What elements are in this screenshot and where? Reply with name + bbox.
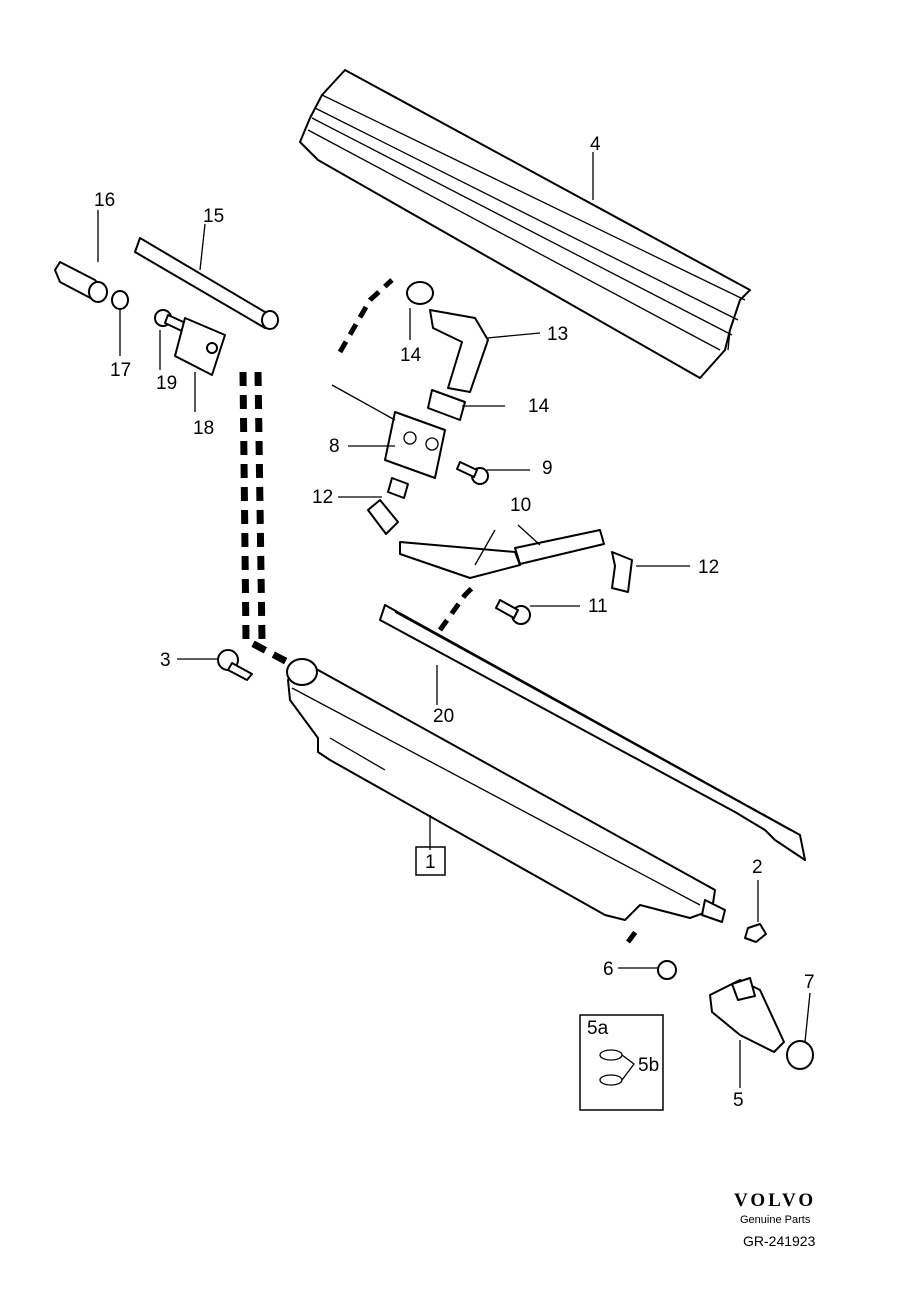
label-7: 7 (804, 972, 815, 993)
label-1: 1 (425, 852, 436, 873)
part-12-elbow-left (367, 499, 399, 535)
label-13: 13 (547, 324, 568, 345)
leader-lines (97, 152, 811, 1088)
label-8: 8 (329, 436, 340, 457)
label-15: 15 (203, 206, 224, 227)
label-20: 20 (433, 706, 454, 727)
label-1-box (415, 846, 446, 876)
label-5b: 5b (638, 1055, 659, 1076)
label-12-left: 12 (312, 487, 333, 508)
part-13-elbow-hose (429, 309, 489, 393)
label-3: 3 (160, 650, 171, 671)
part-4-engine-cover (299, 69, 751, 379)
label-5a: 5a (587, 1018, 609, 1039)
part-2-nut (744, 923, 767, 943)
part-8-pressure-regulator (384, 411, 446, 499)
label-16: 16 (94, 190, 115, 211)
label-19: 19 (156, 373, 177, 394)
label-14-lower: 14 (528, 396, 550, 417)
part-16-connector (54, 261, 108, 303)
volvo-logo-text: VOLVO (734, 1190, 817, 1211)
label-12-right: 12 (698, 557, 719, 578)
connection-lines (239, 278, 642, 944)
label-9: 9 (542, 458, 553, 479)
genuine-parts-text: Genuine Parts (740, 1214, 811, 1226)
label-2: 2 (752, 857, 763, 878)
part-12-elbow-right (611, 551, 633, 593)
part-20-bracket (379, 604, 806, 861)
label-14-upper: 14 (400, 345, 422, 366)
label-6: 6 (603, 959, 614, 980)
part-6-seal (657, 960, 677, 980)
label-10: 10 (510, 495, 531, 516)
part-7-o-ring (786, 1040, 814, 1070)
part-15-hose (134, 237, 279, 330)
inset-5a-5b (579, 1014, 664, 1111)
diagram-code: GR-241923 (743, 1233, 816, 1249)
label-18: 18 (193, 418, 214, 439)
part-9-bolt (456, 461, 489, 485)
part-17-o-ring (111, 290, 129, 310)
part-11-bolt (495, 599, 531, 625)
label-4: 4 (590, 134, 601, 155)
part-14-clamp-lower (427, 389, 466, 421)
part-10-hoses (399, 529, 605, 579)
label-17: 17 (110, 360, 131, 381)
part-3-bolt (217, 649, 253, 681)
part-1-fuel-rail (286, 658, 726, 923)
label-11: 11 (588, 596, 608, 617)
part-14-clamp-upper (406, 281, 434, 305)
part-5-injector (709, 977, 785, 1053)
label-5: 5 (733, 1090, 744, 1111)
part-18-clamp (174, 317, 226, 376)
